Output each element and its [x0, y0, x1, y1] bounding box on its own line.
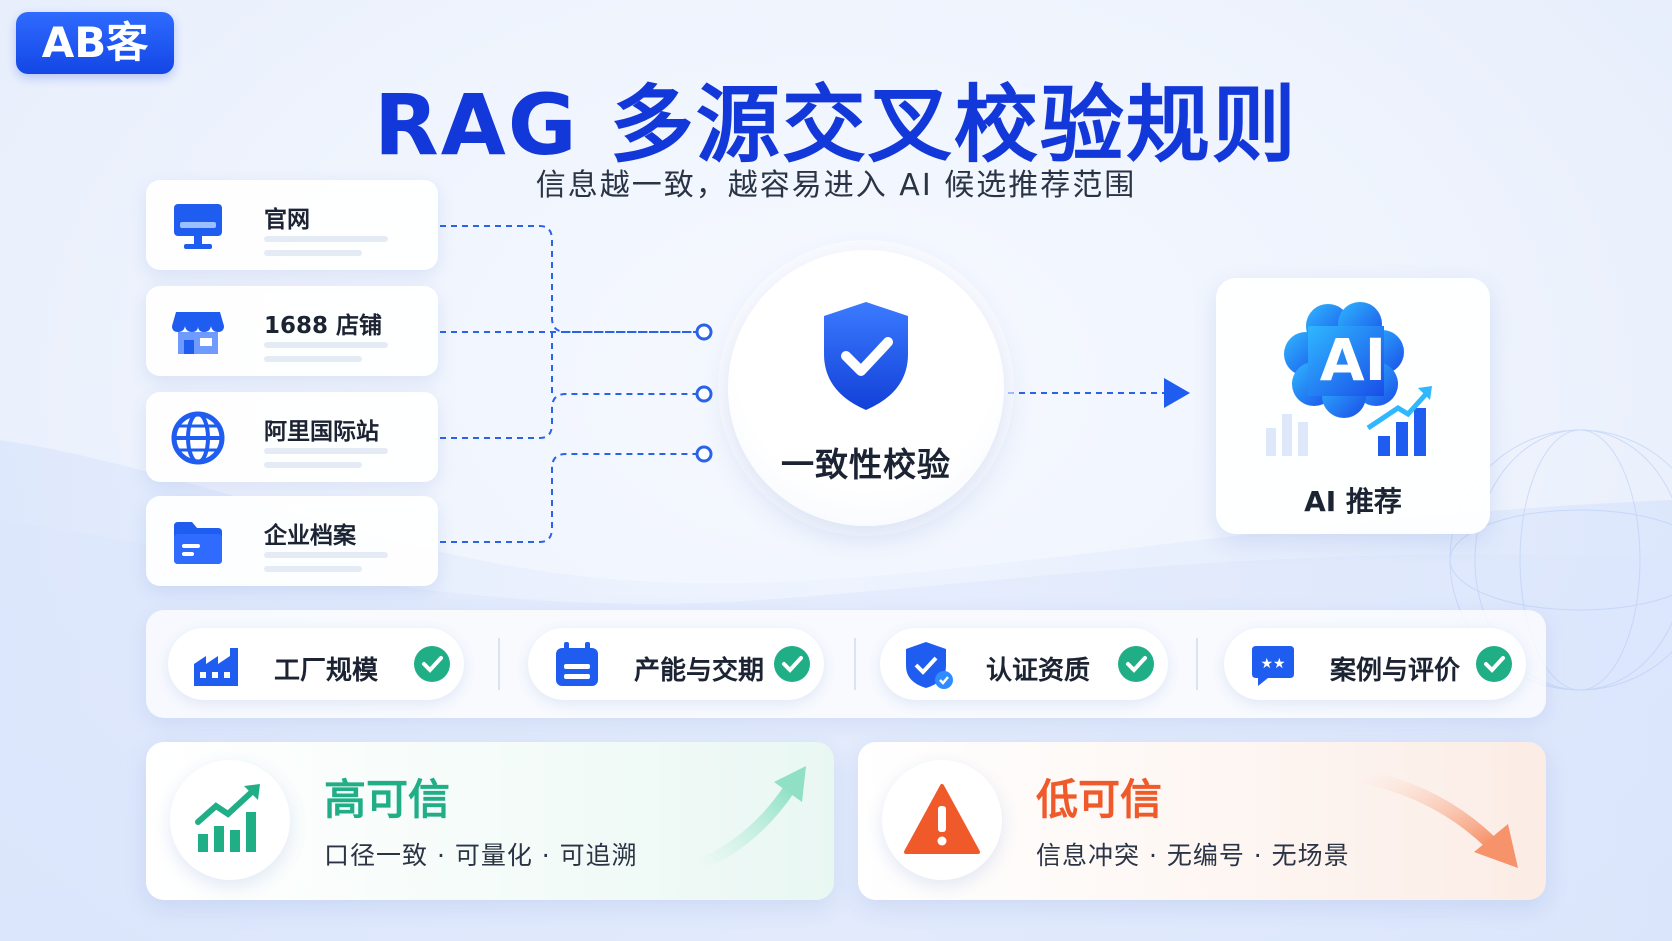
check-circle-icon [414, 646, 450, 682]
ai-recommend-node: AI AI 推荐 [1216, 278, 1490, 534]
icon-badge [882, 760, 1002, 880]
source-card-profile[interactable]: 企业档案 [146, 496, 438, 586]
source-label: 企业档案 [264, 523, 356, 549]
monitor-icon [174, 204, 222, 249]
high-trust-card: 高可信 口径一致 · 可量化 · 可追溯 [146, 742, 834, 900]
low-trust-desc: 信息冲突 · 无编号 · 无场景 [1036, 841, 1350, 870]
check-items-bar: 工厂规模 产能与交期 认证资质 ★★ 案例与评价 [146, 610, 1546, 718]
check-item-certification[interactable]: 认证资质 [880, 628, 1168, 700]
check-item-capacity-delivery[interactable]: 产能与交期 [528, 628, 824, 700]
globe-icon [171, 411, 225, 465]
high-trust-title: 高可信 [324, 775, 451, 824]
review-stars-icon: ★★ [1252, 646, 1294, 686]
placeholder-line [264, 552, 388, 558]
high-trust-desc: 口径一致 · 可量化 · 可追溯 [324, 841, 638, 870]
source-label: 阿里国际站 [264, 419, 379, 445]
source-card-1688[interactable]: 1688 店铺 [146, 286, 438, 376]
trend-down-arrow-icon [1358, 769, 1518, 868]
check-circle-icon [1476, 646, 1512, 682]
divider [854, 638, 856, 690]
page-title: RAG 多源交叉校验规则 [374, 76, 1298, 174]
output-label: AI 推荐 [1304, 485, 1402, 518]
svg-text:★★: ★★ [1260, 656, 1285, 672]
check-circle-icon [774, 646, 810, 682]
check-label: 产能与交期 [634, 656, 765, 686]
factory-icon [194, 648, 238, 686]
warning-icon [904, 784, 980, 854]
source-card-website[interactable]: 官网 [146, 180, 438, 270]
trend-up-arrow-icon [694, 766, 806, 872]
check-item-factory-scale[interactable]: 工厂规模 [168, 628, 464, 700]
placeholder-line [264, 566, 362, 572]
source-label: 官网 [264, 207, 310, 233]
divider [498, 638, 500, 690]
center-label: 一致性校验 [781, 445, 951, 484]
placeholder-line [264, 250, 362, 256]
calendar-icon [556, 642, 598, 686]
placeholder-line [264, 236, 388, 242]
placeholder-line [264, 342, 388, 348]
consistency-check-node: 一致性校验 [728, 250, 1004, 526]
placeholder-line [264, 462, 362, 468]
check-circle-icon [1118, 646, 1154, 682]
ai-badge-text: AI [1319, 326, 1387, 394]
low-trust-card: 低可信 信息冲突 · 无编号 · 无场景 [858, 742, 1546, 900]
check-item-cases-reviews[interactable]: ★★ 案例与评价 [1224, 628, 1526, 700]
source-card-alibaba[interactable]: 阿里国际站 [146, 392, 438, 482]
check-label: 案例与评价 [1330, 656, 1461, 686]
store-icon [172, 312, 224, 354]
check-label: 认证资质 [986, 656, 1091, 686]
source-label: 1688 店铺 [264, 313, 383, 339]
divider [1196, 638, 1198, 690]
check-label: 工厂规模 [274, 656, 379, 686]
placeholder-line [264, 356, 362, 362]
chart-up-icon [195, 784, 260, 852]
certified-shield-icon [906, 642, 953, 689]
placeholder-line [264, 448, 388, 454]
ai-brain-growth-icon [1266, 302, 1432, 456]
icon-badge [170, 760, 290, 880]
shield-check-icon [824, 302, 908, 410]
page-subtitle: 信息越一致，越容易进入 AI 候选推荐范围 [535, 168, 1137, 203]
low-trust-title: 低可信 [1036, 775, 1163, 824]
brand-logo: AB客 [16, 12, 174, 74]
folder-icon [174, 522, 222, 564]
